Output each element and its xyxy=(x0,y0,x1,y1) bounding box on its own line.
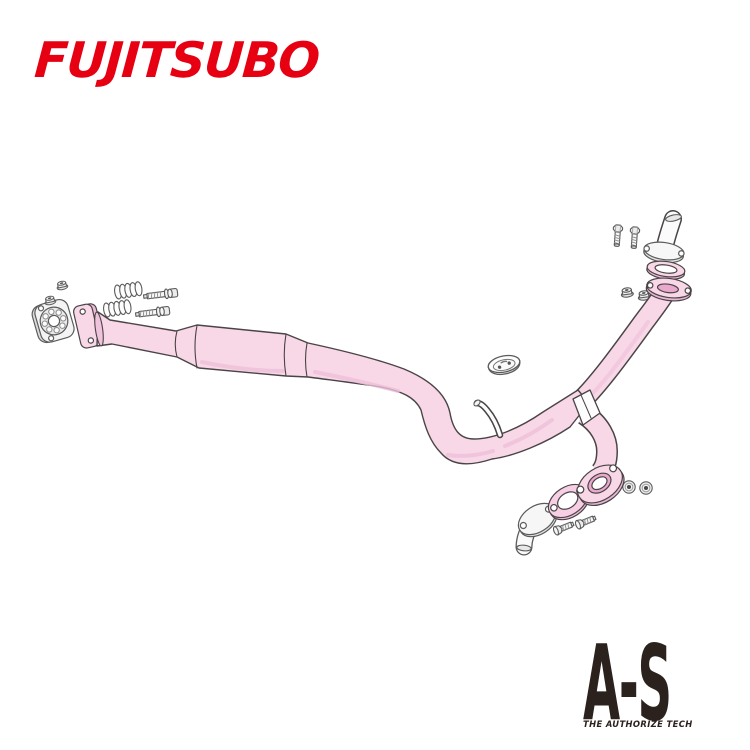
upper-gasket xyxy=(646,260,686,280)
series-logo: A-S xyxy=(583,622,672,745)
upper-mating-pipe xyxy=(643,210,685,264)
spring-bolt xyxy=(134,305,171,320)
spring-bolt xyxy=(142,287,179,302)
flange-nut xyxy=(622,480,636,494)
joint-collar xyxy=(572,389,601,426)
hanger-rod xyxy=(473,399,504,439)
hex-nut xyxy=(55,279,69,292)
weld-seams xyxy=(174,324,308,378)
lower-flange xyxy=(576,464,625,507)
inlet-flange xyxy=(73,303,104,349)
flange-bolt xyxy=(611,224,624,248)
coil-springs xyxy=(102,280,144,318)
coil-spring xyxy=(113,280,144,300)
series-tagline: THE AUTHORIZE TECH xyxy=(583,720,693,730)
pipe-shading xyxy=(200,360,554,458)
upper-flange xyxy=(645,277,692,302)
upper-branch-pipe xyxy=(572,286,675,410)
lower-nuts xyxy=(622,480,653,495)
front-pipe xyxy=(94,311,590,465)
inlet-gasket xyxy=(31,298,75,344)
flange-bolt xyxy=(628,226,641,250)
inlet-bell-rim xyxy=(94,311,104,347)
flange-nut xyxy=(639,481,653,495)
series-logo-block: A-S THE AUTHORIZE TECH xyxy=(583,631,743,735)
flange-bolt xyxy=(551,519,576,537)
lower-branch-pipe xyxy=(577,404,618,481)
flange-bolt xyxy=(573,513,598,531)
upper-bolts xyxy=(611,224,641,250)
rubber-hanger xyxy=(487,354,521,376)
coil-spring xyxy=(102,298,133,318)
hex-nut xyxy=(619,286,635,299)
